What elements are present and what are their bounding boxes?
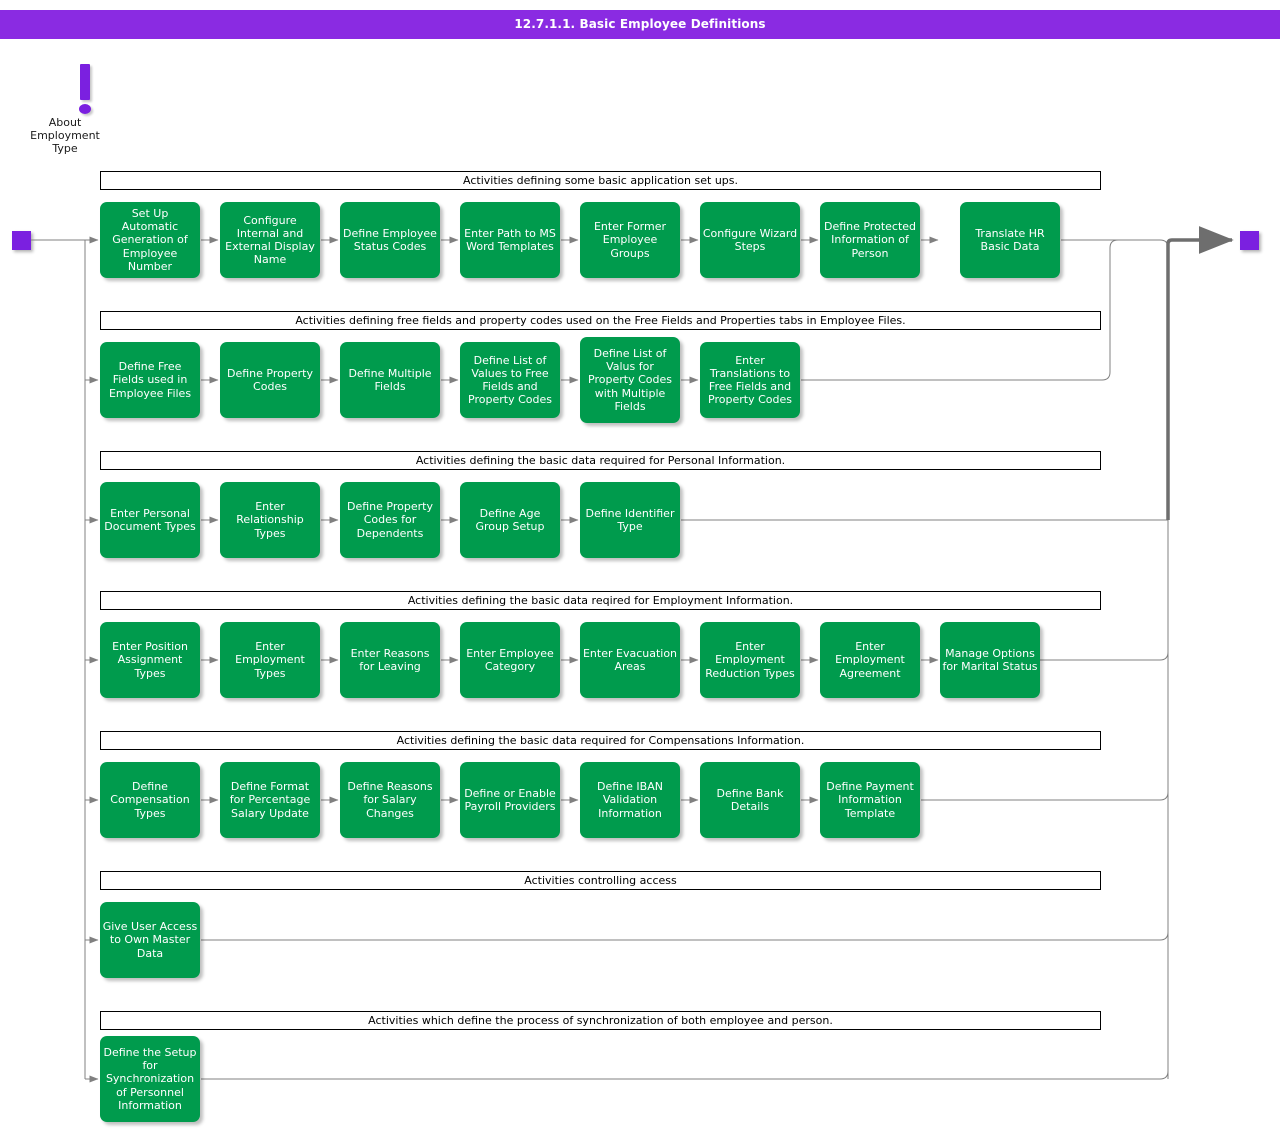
node-set-up-automatic-generation-of-employee-number[interactable]: Set Up Automatic Generation of Employee … <box>100 202 200 278</box>
note-line-3: Type <box>52 142 78 155</box>
node-enter-personal-document-types[interactable]: Enter Personal Document Types <box>100 482 200 558</box>
section-header-access-control: Activities controlling access <box>100 871 1101 890</box>
node-define-property-codes-for-dependents[interactable]: Define Property Codes for Dependents <box>340 482 440 558</box>
node-enter-translations-to-free-fields-and-property-codes[interactable]: Enter Translations to Free Fields and Pr… <box>700 342 800 418</box>
node-translate-hr-basic-data[interactable]: Translate HR Basic Data <box>960 202 1060 278</box>
node-define-compensation-types[interactable]: Define Compensation Types <box>100 762 200 838</box>
node-enter-employee-category[interactable]: Enter Employee Category <box>460 622 560 698</box>
node-define-protected-information-of-person[interactable]: Define Protected Information of Person <box>820 202 920 278</box>
node-define-age-group-setup[interactable]: Define Age Group Setup <box>460 482 560 558</box>
node-define-bank-details[interactable]: Define Bank Details <box>700 762 800 838</box>
node-define-iban-validation-information[interactable]: Define IBAN Validation Information <box>580 762 680 838</box>
node-enter-employment-types[interactable]: Enter Employment Types <box>220 622 320 698</box>
note-line-1: About <box>48 116 82 129</box>
end-terminator <box>1240 231 1259 250</box>
node-define-employee-status-codes[interactable]: Define Employee Status Codes <box>340 202 440 278</box>
node-enter-evacuation-areas[interactable]: Enter Evacuation Areas <box>580 622 680 698</box>
node-enter-reasons-for-leaving[interactable]: Enter Reasons for Leaving <box>340 622 440 698</box>
node-enter-employment-reduction-types[interactable]: Enter Employment Reduction Types <box>700 622 800 698</box>
node-define-payment-information-template[interactable]: Define Payment Information Template <box>820 762 920 838</box>
node-define-property-codes[interactable]: Define Property Codes <box>220 342 320 418</box>
node-enter-former-employee-groups[interactable]: Enter Former Employee Groups <box>580 202 680 278</box>
section-header-free-fields: Activities defining free fields and prop… <box>100 311 1101 330</box>
page-title: 12.7.1.1. Basic Employee Definitions <box>514 17 766 31</box>
node-define-list-of-valus-for-property-codes-with-multiple-fields[interactable]: Define List of Valus for Property Codes … <box>580 337 680 423</box>
about-employment-type-label: About Employment Type <box>16 116 114 155</box>
node-give-user-access-to-own-master-data[interactable]: Give User Access to Own Master Data <box>100 902 200 978</box>
node-define-identifier-type[interactable]: Define Identifier Type <box>580 482 680 558</box>
node-enter-path-to-ms-word-templates[interactable]: Enter Path to MS Word Templates <box>460 202 560 278</box>
start-terminator <box>12 231 31 250</box>
node-define-multiple-fields[interactable]: Define Multiple Fields <box>340 342 440 418</box>
node-configure-wizard-steps[interactable]: Configure Wizard Steps <box>700 202 800 278</box>
node-define-or-enable-payroll-providers[interactable]: Define or Enable Payroll Providers <box>460 762 560 838</box>
note-line-2: Employment <box>30 129 100 142</box>
node-enter-position-assignment-types[interactable]: Enter Position Assignment Types <box>100 622 200 698</box>
section-header-basic-setup: Activities defining some basic applicati… <box>100 171 1101 190</box>
node-enter-relationship-types[interactable]: Enter Relationship Types <box>220 482 320 558</box>
section-header-employment-information: Activities defining the basic data reqir… <box>100 591 1101 610</box>
about-employment-type-note[interactable]: About Employment Type <box>22 58 108 158</box>
node-define-list-of-values-to-free-fields-and-property-codes[interactable]: Define List of Values to Free Fields and… <box>460 342 560 418</box>
node-configure-internal-and-external-display-name[interactable]: Configure Internal and External Display … <box>220 202 320 278</box>
node-define-the-setup-for-synchronization-of-personnel-information[interactable]: Define the Setup for Synchronization of … <box>100 1036 200 1122</box>
exclamation-note-icon <box>80 64 90 100</box>
node-define-reasons-for-salary-changes[interactable]: Define Reasons for Salary Changes <box>340 762 440 838</box>
node-define-free-fields-used-in-employee-files[interactable]: Define Free Fields used in Employee File… <box>100 342 200 418</box>
diagram-title-bar: 12.7.1.1. Basic Employee Definitions <box>0 10 1280 39</box>
section-header-compensations-information: Activities defining the basic data requi… <box>100 731 1101 750</box>
section-header-synchronization: Activities which define the process of s… <box>100 1011 1101 1030</box>
node-enter-employment-agreement[interactable]: Enter Employment Agreement <box>820 622 920 698</box>
node-define-format-for-percentage-salary-update[interactable]: Define Format for Percentage Salary Upda… <box>220 762 320 838</box>
section-header-personal-information: Activities defining the basic data requi… <box>100 451 1101 470</box>
exclamation-dot-icon <box>79 104 91 114</box>
node-manage-options-for-marital-status[interactable]: Manage Options for Marital Status <box>940 622 1040 698</box>
